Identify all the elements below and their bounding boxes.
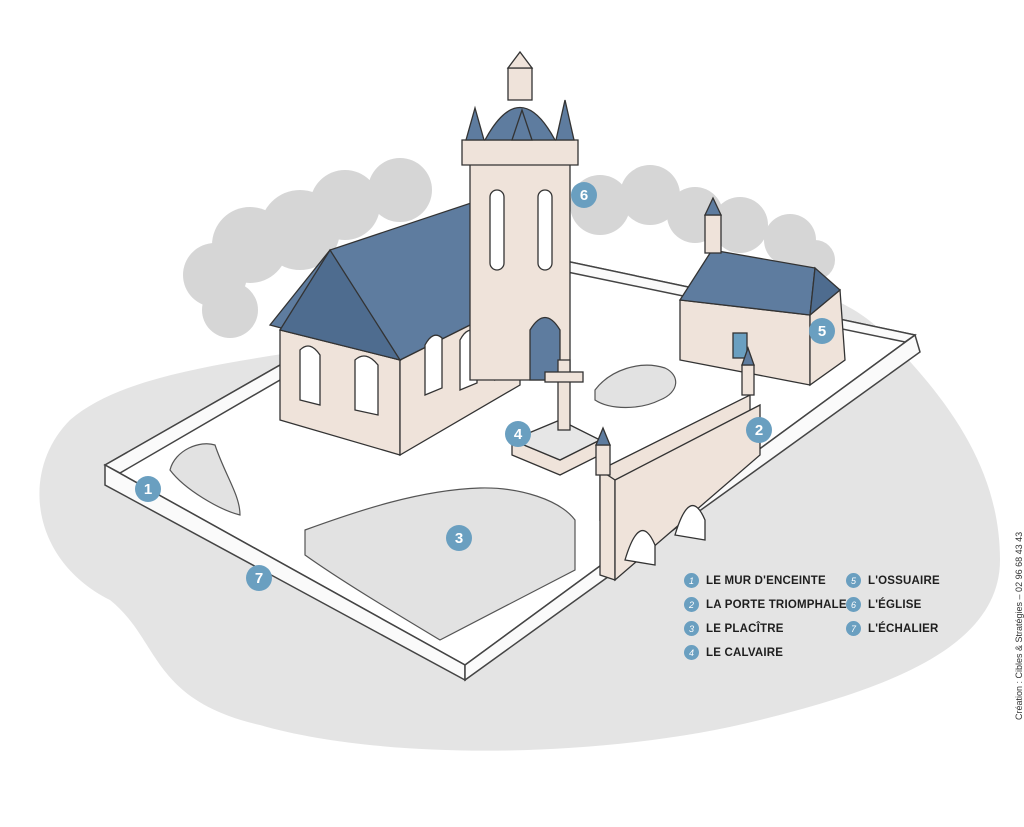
legend-label-4: LE CALVAIRE (706, 646, 784, 659)
legend-label-7: L'ÉCHALIER (868, 622, 939, 635)
legend-num-5: 5 (846, 573, 861, 588)
legend-item-4: 4 LE CALVAIRE (684, 645, 783, 660)
marker-4[interactable]: 4 (505, 421, 531, 447)
bell-tower (461, 50, 579, 381)
legend-num-1: 1 (684, 573, 699, 588)
legend-item-2: 2 LA PORTE TRIOMPHALE (684, 597, 847, 612)
legend-item-5: 5 L'OSSUAIRE (846, 573, 940, 588)
legend-label-2: LA PORTE TRIOMPHALE (706, 598, 847, 611)
legend-item-3: 3 LE PLACÎTRE (684, 621, 784, 636)
legend-item-7: 7 L'ÉCHALIER (846, 621, 939, 636)
calvary (510, 359, 602, 476)
marker-5[interactable]: 5 (809, 318, 835, 344)
legend-num-6: 6 (846, 597, 861, 612)
marker-1[interactable]: 1 (135, 476, 161, 502)
legend-num-2: 2 (684, 597, 699, 612)
legend-num-4: 4 (684, 645, 699, 660)
legend-label-1: LE MUR D'ENCEINTE (706, 574, 826, 587)
marker-7[interactable]: 7 (246, 565, 272, 591)
marker-3[interactable]: 3 (446, 525, 472, 551)
marker-6[interactable]: 6 (571, 182, 597, 208)
legend-item-6: 6 L'ÉGLISE (846, 597, 922, 612)
credit-text: Création : Cibles & Stratégies – 02 96 6… (1014, 531, 1024, 720)
legend-num-7: 7 (846, 621, 861, 636)
trees-background (183, 158, 835, 338)
ossuary (678, 196, 846, 387)
legend: 1 LE MUR D'ENCEINTE 2 LA PORTE TRIOMPHAL… (684, 573, 964, 663)
legend-num-3: 3 (684, 621, 699, 636)
legend-label-5: L'OSSUAIRE (868, 574, 940, 587)
legend-label-6: L'ÉGLISE (868, 598, 922, 611)
legend-item-1: 1 LE MUR D'ENCEINTE (684, 573, 826, 588)
marker-2[interactable]: 2 (746, 417, 772, 443)
lawns (169, 364, 677, 641)
triumphal-gate (595, 346, 761, 582)
legend-label-3: LE PLACÎTRE (706, 622, 784, 635)
